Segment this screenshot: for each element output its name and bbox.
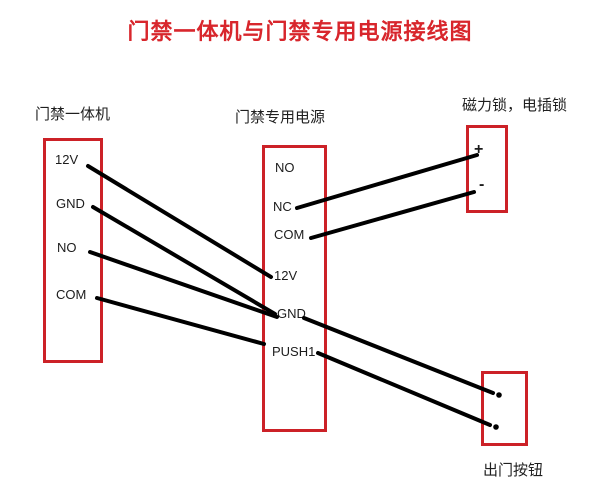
terminal-lock-minus: - — [479, 176, 485, 193]
diagram-title: 门禁一体机与门禁专用电源接线图 — [127, 19, 473, 44]
lock-box — [466, 125, 508, 213]
wire — [309, 190, 476, 240]
terminal-power-push1: PUSH1 — [272, 344, 316, 359]
wire — [302, 316, 495, 395]
wire — [95, 296, 266, 346]
wire — [88, 250, 279, 319]
power-supply-box — [262, 145, 327, 432]
terminal-controller-com: COM — [56, 287, 87, 302]
wire — [316, 351, 492, 427]
terminal-lock-plus: + — [474, 141, 484, 158]
terminal-power-com: COM — [274, 227, 305, 242]
terminal-power-12v: 12V — [274, 268, 298, 283]
exit-button-label: 出门按钮 — [483, 462, 544, 479]
exit-button-box — [481, 371, 528, 446]
terminal-power-nc: NC — [273, 199, 292, 214]
power-supply-label: 门禁专用电源 — [235, 109, 326, 126]
wire — [86, 164, 273, 279]
terminal-power-no: NO — [275, 160, 295, 175]
wire — [91, 205, 277, 316]
lock-label: 磁力锁，电插锁 — [462, 97, 568, 114]
access-controller-label: 门禁一体机 — [35, 106, 111, 123]
terminal-controller-gnd: GND — [56, 196, 85, 211]
terminal-power-gnd: GND — [277, 306, 306, 321]
terminal-controller-12v: 12V — [55, 152, 79, 167]
terminal-controller-no: NO — [57, 240, 77, 255]
